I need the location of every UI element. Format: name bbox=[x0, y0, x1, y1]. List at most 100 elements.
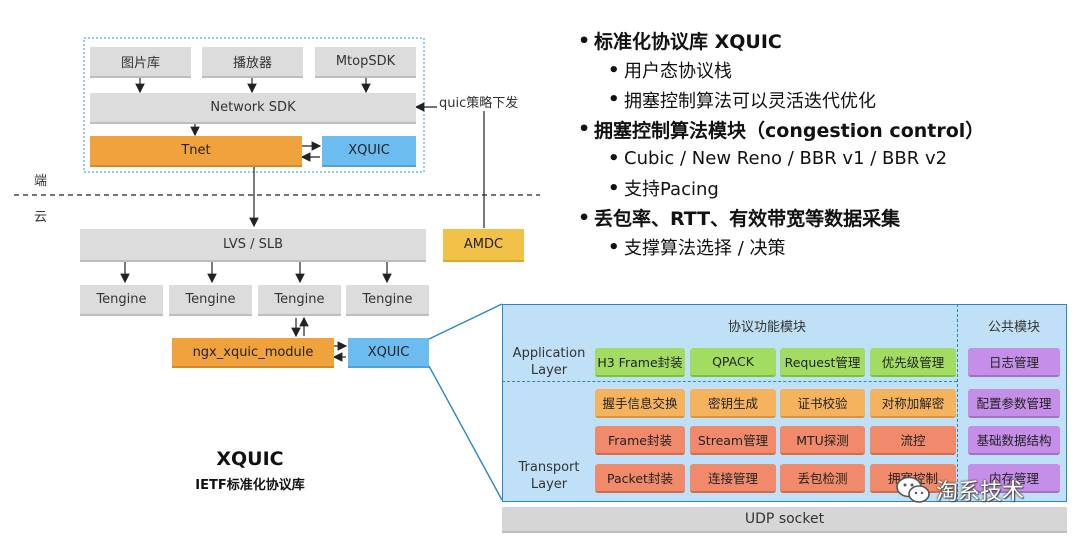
module-log-mgmt: 日志管理 bbox=[968, 348, 1060, 377]
module-key-gen: 密钥生成 bbox=[690, 389, 776, 418]
wechat-icon bbox=[896, 476, 930, 503]
tengine-label: Tengine bbox=[185, 292, 236, 307]
xquic-subtitle: IETF标准化协议库 bbox=[195, 478, 305, 493]
udp-socket-bar: UDP socket bbox=[502, 507, 1067, 533]
bullet-2-sub-1: •Cubic / New Reno / BBR v1 / BBR v2 bbox=[608, 148, 948, 170]
amdc-label: AMDC bbox=[463, 237, 504, 252]
watermark-text: 淘系技术 bbox=[936, 480, 1025, 505]
module-label: H3 Frame封装 bbox=[597, 355, 683, 370]
module-label: 握手信息交换 bbox=[602, 396, 678, 411]
module-label: Stream管理 bbox=[697, 433, 769, 448]
tengine-label: Tengine bbox=[274, 292, 325, 307]
module-label: Request管理 bbox=[784, 355, 861, 370]
ngx-xquic-module-box: ngx_xquic_module bbox=[172, 338, 334, 368]
bullet-2-text: 拥塞控制算法模块（congestion control） bbox=[594, 119, 985, 142]
module-label: 优先级管理 bbox=[881, 355, 945, 370]
side-cloud-label: 云 bbox=[34, 210, 48, 225]
bullet-3-text: 丢包率、RTT、有效带宽等数据采集 bbox=[594, 208, 901, 231]
module-cert-verify: 证书校验 bbox=[780, 389, 865, 418]
common-modules-header: 公共模块 bbox=[987, 320, 1040, 335]
module-priority-mgmt: 优先级管理 bbox=[870, 348, 956, 377]
xquic-server-label: XQUIC bbox=[367, 344, 410, 360]
lib-player-box: 播放器 bbox=[202, 47, 303, 78]
module-label: 基础数据结构 bbox=[976, 433, 1052, 448]
policy-label: quic策略下发 bbox=[437, 92, 521, 111]
module-label: 密钥生成 bbox=[707, 396, 758, 411]
module-config-mgmt: 配置参数管理 bbox=[968, 389, 1060, 418]
func-modules-header: 协议功能模块 bbox=[727, 320, 806, 335]
application-layer-text: Application Layer bbox=[512, 346, 586, 378]
module-base-data: 基础数据结构 bbox=[968, 426, 1060, 455]
network-sdk-box: Network SDK bbox=[90, 93, 416, 124]
bullet-3-sub-1: •支撑算法选择 / 决策 bbox=[578, 233, 984, 263]
module-label: Frame封装 bbox=[608, 433, 672, 448]
mtopsdk-box: MtopSDK bbox=[315, 47, 416, 78]
module-h3-frame: H3 Frame封装 bbox=[595, 348, 685, 377]
bullet-1-text: 标准化协议库 XQUIC bbox=[594, 31, 782, 54]
bullet-2-sub-2-text: 支持Pacing bbox=[624, 179, 719, 201]
xquic-server-box: XQUIC bbox=[348, 338, 429, 368]
bullet-2-sub-2: •支持Pacing bbox=[578, 174, 984, 204]
module-label: QPACK bbox=[712, 354, 754, 369]
module-label: 证书校验 bbox=[797, 396, 848, 411]
module-memory-mgmt: 内存管理 bbox=[968, 464, 1060, 493]
network-sdk-label: Network SDK bbox=[210, 100, 296, 115]
tengine-label: Tengine bbox=[96, 292, 147, 307]
amdc-box: AMDC bbox=[443, 229, 524, 262]
module-qpack: QPACK bbox=[690, 348, 776, 377]
module-handshake: 握手信息交换 bbox=[595, 389, 685, 418]
xquic-client-label: XQUIC bbox=[348, 143, 390, 158]
module-label: 丢包检测 bbox=[797, 471, 848, 486]
module-label: Packet封装 bbox=[607, 471, 673, 486]
xquic-client-box: XQUIC bbox=[322, 136, 416, 167]
bullet-1: •标准化协议库 XQUIC bbox=[578, 26, 984, 56]
udp-socket-label: UDP socket bbox=[744, 511, 825, 527]
tengine-box-2: Tengine bbox=[169, 285, 252, 316]
module-label: MTU探测 bbox=[796, 433, 849, 448]
tnet-box: Tnet bbox=[90, 136, 302, 167]
lvs-slb-box: LVS / SLB bbox=[80, 229, 426, 262]
module-label: 配置参数管理 bbox=[976, 396, 1052, 411]
module-request-mgmt: Request管理 bbox=[780, 348, 865, 377]
tnet-label: Tnet bbox=[181, 143, 211, 158]
module-mtu-probe: MTU探测 bbox=[780, 426, 865, 455]
module-frame-encap: Frame封装 bbox=[595, 426, 685, 455]
module-loss-detect: 丢包检测 bbox=[780, 464, 865, 493]
application-layer-label: Application Layer bbox=[506, 345, 592, 379]
module-flow-control: 流控 bbox=[870, 426, 956, 455]
module-stream-mgmt: Stream管理 bbox=[690, 426, 776, 455]
mtopsdk-label: MtopSDK bbox=[335, 54, 396, 69]
bullet-3: •丢包率、RTT、有效带宽等数据采集 bbox=[578, 203, 984, 233]
bullet-2: •拥塞控制算法模块（congestion control） bbox=[578, 115, 984, 145]
module-label: 对称加解密 bbox=[881, 396, 945, 411]
bullet-3-sub-1-text: 支撑算法选择 / 决策 bbox=[624, 238, 786, 260]
layer-divider bbox=[502, 381, 957, 382]
lib-player-label: 播放器 bbox=[232, 56, 272, 71]
xquic-title: XQUIC bbox=[216, 448, 284, 470]
tengine-label: Tengine bbox=[362, 292, 413, 307]
lib-image-label: 图片库 bbox=[120, 56, 160, 71]
module-label: 日志管理 bbox=[988, 355, 1039, 370]
transport-layer-text: Transport Layer bbox=[518, 460, 580, 492]
bullet-1-sub-2-text: 拥塞控制算法可以灵活迭代优化 bbox=[624, 90, 876, 112]
bullet-1-sub-1-text: 用户态协议栈 bbox=[624, 61, 732, 83]
common-divider bbox=[957, 304, 958, 502]
side-client-label: 端 bbox=[34, 174, 48, 189]
bullet-2-sub-1-text: Cubic / New Reno / BBR v1 / BBR v2 bbox=[624, 148, 948, 170]
lvs-slb-label: LVS / SLB bbox=[222, 237, 284, 252]
module-label: 流控 bbox=[900, 433, 926, 448]
ngx-xquic-module-label: ngx_xquic_module bbox=[192, 344, 314, 360]
lib-image-box: 图片库 bbox=[90, 47, 191, 78]
module-packet-encap: Packet封装 bbox=[595, 464, 685, 493]
module-conn-mgmt: 连接管理 bbox=[690, 464, 776, 493]
tengine-box-1: Tengine bbox=[80, 285, 163, 316]
tengine-box-4: Tengine bbox=[346, 285, 429, 316]
module-label: 内存管理 bbox=[988, 471, 1039, 486]
bullet-list: •标准化协议库 XQUIC •用户态协议栈 •拥塞控制算法可以灵活迭代优化 •拥… bbox=[578, 26, 984, 262]
transport-layer-label: Transport Layer bbox=[506, 459, 592, 493]
module-label: 连接管理 bbox=[707, 471, 758, 486]
bullet-1-sub-2: •拥塞控制算法可以灵活迭代优化 bbox=[578, 85, 984, 115]
watermark: 淘系技术 bbox=[896, 474, 1024, 506]
bullet-1-sub-1: •用户态协议栈 bbox=[578, 56, 984, 86]
